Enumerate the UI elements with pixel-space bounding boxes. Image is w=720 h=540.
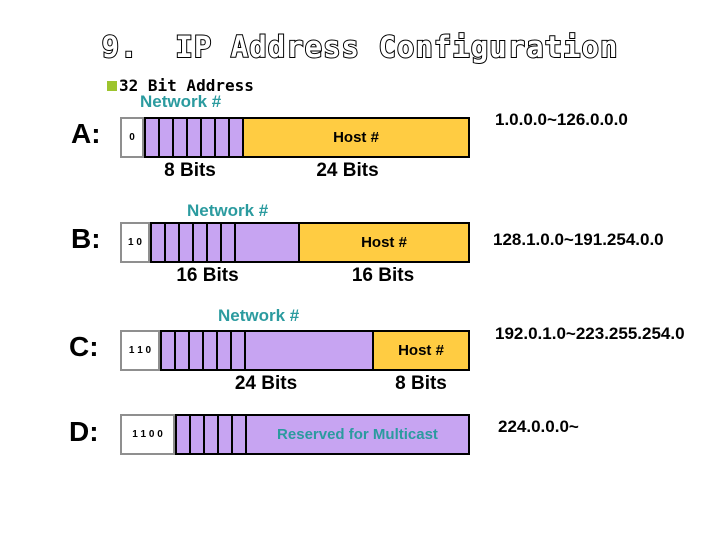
class-c-host-bits-label: 8 Bits <box>395 373 447 394</box>
class-d-multicast-label: Reserved for Multicast <box>277 426 438 443</box>
class-c-network-label: Network # <box>218 306 300 325</box>
class-c-bit-prefix-box: 1 1 0 <box>120 330 160 371</box>
class-c-network-bits-label: 24 Bits <box>234 373 298 394</box>
class-c-bar: 1 1 0 Host # <box>120 330 470 371</box>
class-c-network-field-ticks <box>162 332 246 369</box>
class-b-bit-prefix: 1 0 <box>128 237 142 248</box>
class-b-host-bits-label: 16 Bits <box>351 265 415 286</box>
class-d-label: D: <box>69 416 99 447</box>
class-b-host-label: Host # <box>361 234 407 251</box>
class-d-multicast-field: Reserved for Multicast <box>247 416 468 453</box>
class-a-bar: 0 Host # <box>120 117 470 158</box>
slide-title: 9. IP Address Configuration <box>101 29 619 65</box>
class-a-bit-prefix: 0 <box>129 132 135 143</box>
class-b-host-field: Host # <box>298 224 468 261</box>
class-a-bit-prefix-box: 0 <box>120 117 144 158</box>
bullet-text: 32 Bit Address <box>119 76 254 95</box>
class-c-bit-prefix: 1 1 0 <box>128 345 152 356</box>
class-a-host-field: Host # <box>242 119 468 156</box>
class-c-host-field: Host # <box>372 332 468 369</box>
class-d-field-ticks <box>177 416 247 453</box>
class-b-network-field <box>236 224 298 261</box>
class-d-bit-prefix: 1 1 0 0 <box>132 429 163 440</box>
class-c-network-field <box>246 332 372 369</box>
class-a-network-bits-label: 8 Bits <box>164 160 216 181</box>
class-b-network-label: Network # <box>187 201 269 220</box>
class-d-address-field: Reserved for Multicast <box>175 414 470 455</box>
bullet-square-icon <box>107 80 117 91</box>
class-b-range: 128.1.0.0~191.254.0.0 <box>493 230 664 249</box>
class-a-network-label: Network # <box>140 92 222 111</box>
class-a-host-label: Host # <box>333 129 379 146</box>
class-a-host-bits-label: 24 Bits <box>316 160 379 181</box>
class-b-address-field: Host # <box>150 222 470 263</box>
class-d-bar: 1 1 0 0 Reserved for Multicast <box>120 414 470 455</box>
class-b-bit-prefix-box: 1 0 <box>120 222 150 263</box>
class-c-range: 192.0.1.0~223.255.254.0 <box>495 324 685 343</box>
class-a-address-field: Host # <box>144 117 470 158</box>
bullet-line: 32 Bit Address <box>107 76 254 95</box>
class-d-range: 224.0.0.0~ <box>498 417 579 436</box>
class-b-label: B: <box>71 223 101 254</box>
class-c-host-label: Host # <box>398 342 444 359</box>
class-c-label: C: <box>69 331 99 362</box>
class-d-bit-prefix-box: 1 1 0 0 <box>120 414 175 455</box>
class-b-network-field-ticks <box>152 224 236 261</box>
class-a-network-field <box>146 119 242 156</box>
class-c-address-field: Host # <box>160 330 470 371</box>
class-a-range: 1.0.0.0~126.0.0.0 <box>495 110 628 129</box>
class-b-bar: 1 0 Host # <box>120 222 470 263</box>
class-b-network-bits-label: 16 Bits <box>176 265 239 286</box>
class-a-label: A: <box>71 118 101 149</box>
